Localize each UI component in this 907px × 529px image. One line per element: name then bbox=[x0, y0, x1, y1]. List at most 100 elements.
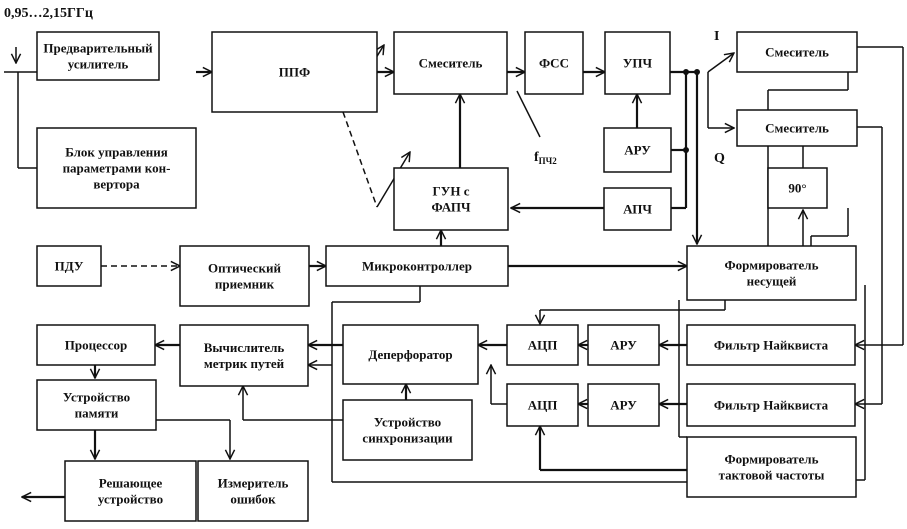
block-label: ГУН с bbox=[433, 184, 470, 199]
block-label: вертора bbox=[93, 177, 140, 192]
block-label: Формирователь bbox=[725, 452, 819, 467]
block-frame bbox=[342, 324, 479, 385]
block-frame bbox=[506, 383, 579, 427]
block-label: синхронизации bbox=[362, 431, 453, 446]
block-label: ошибок bbox=[230, 492, 276, 507]
block-mixer-i: Смеситель bbox=[736, 31, 858, 73]
block-label: Фильтр Найквиста bbox=[714, 338, 829, 353]
block-label: Устройство bbox=[63, 390, 130, 405]
block-aru-1: АРУ bbox=[587, 324, 660, 366]
block-frame bbox=[603, 127, 672, 173]
block-frame bbox=[686, 383, 856, 427]
block-label: АРУ bbox=[624, 143, 651, 158]
block-label: Предварительный bbox=[43, 41, 153, 56]
block-label: Фильтр Найквиста bbox=[714, 398, 829, 413]
block-label: несущей bbox=[747, 274, 797, 289]
block-label: ФСС bbox=[539, 56, 569, 71]
block-label: 90° bbox=[788, 181, 806, 196]
block-label: Деперфоратор bbox=[368, 347, 452, 362]
frequency-range-label: 0,95…2,15ГГц bbox=[4, 6, 93, 21]
block-label: ФАПЧ bbox=[431, 200, 471, 215]
block-label: Микроконтроллер bbox=[362, 259, 472, 274]
block-frame bbox=[686, 436, 857, 498]
block-fss: ФСС bbox=[524, 31, 584, 95]
block-frame bbox=[604, 31, 671, 95]
block-ppf: ППФ bbox=[211, 31, 378, 113]
block-frame bbox=[686, 324, 856, 366]
block-label: Измеритель bbox=[218, 476, 289, 491]
block-frame bbox=[179, 245, 310, 307]
block-label: Вычислитель bbox=[204, 340, 285, 355]
block-frame bbox=[736, 31, 858, 73]
block-label: ПДУ bbox=[55, 259, 84, 274]
block-nyq-1: Фильтр Найквиста bbox=[686, 324, 856, 366]
block-processor: Процессор bbox=[36, 324, 156, 366]
block-frame bbox=[686, 245, 857, 301]
block-label: АЦП bbox=[528, 398, 558, 413]
block-label: Устройство bbox=[374, 415, 441, 430]
block-label: Смеситель bbox=[765, 45, 829, 60]
block-adc-2: АЦП bbox=[506, 383, 579, 427]
block-phase90: 90° bbox=[767, 167, 828, 209]
block-label: Процессор bbox=[65, 338, 128, 353]
block-label: АПЧ bbox=[623, 202, 652, 217]
block-label: АРУ bbox=[610, 398, 637, 413]
block-frame bbox=[325, 245, 509, 287]
block-upch: УПЧ bbox=[604, 31, 671, 95]
block-deperf: Деперфоратор bbox=[342, 324, 479, 385]
block-frame bbox=[179, 324, 309, 387]
block-label: Смеситель bbox=[765, 121, 829, 136]
block-frame bbox=[506, 324, 579, 366]
block-frame bbox=[197, 460, 309, 522]
block-label: памяти bbox=[75, 406, 119, 421]
block-frame bbox=[393, 167, 509, 231]
block-label: усилитель bbox=[68, 57, 129, 72]
block-frame bbox=[36, 127, 197, 209]
block-frame bbox=[64, 460, 197, 522]
block-label: Формирователь bbox=[725, 258, 819, 273]
block-nyq-2: Фильтр Найквиста bbox=[686, 383, 856, 427]
block-label: АЦП bbox=[528, 338, 558, 353]
block-label: АРУ bbox=[610, 338, 637, 353]
block-mixer-q: Смеситель bbox=[736, 109, 858, 147]
block-mixer-main: Смеситель bbox=[393, 31, 508, 95]
block-label: УПЧ bbox=[623, 56, 653, 71]
block-frame bbox=[767, 167, 828, 209]
block-frame bbox=[587, 383, 660, 427]
block-label: метрик путей bbox=[204, 356, 285, 371]
block-frame bbox=[211, 31, 378, 113]
block-frame bbox=[342, 399, 473, 461]
block-label: приемник bbox=[215, 277, 275, 292]
q-channel-label: Q bbox=[714, 151, 725, 166]
block-frame bbox=[524, 31, 584, 95]
block-label: Блок управления bbox=[65, 145, 168, 160]
block-pdu: ПДУ bbox=[36, 245, 102, 287]
if2-frequency-label: fПЧ2 bbox=[534, 150, 557, 166]
block-frame bbox=[36, 31, 160, 81]
block-frame bbox=[36, 379, 157, 431]
block-apch: АПЧ bbox=[603, 187, 672, 231]
block-label: устройство bbox=[98, 492, 163, 507]
block-frame bbox=[36, 245, 102, 287]
block-frame bbox=[36, 324, 156, 366]
block-adc-1: АЦП bbox=[506, 324, 579, 366]
block-frame bbox=[587, 324, 660, 366]
block-aru-main: АРУ bbox=[603, 127, 672, 173]
block-label: Оптический bbox=[208, 261, 281, 276]
block-label: ППФ bbox=[279, 65, 310, 80]
block-label: Решающее bbox=[99, 476, 163, 491]
block-label: параметрами кон- bbox=[63, 161, 171, 176]
block-mcu: Микроконтроллер bbox=[325, 245, 509, 287]
